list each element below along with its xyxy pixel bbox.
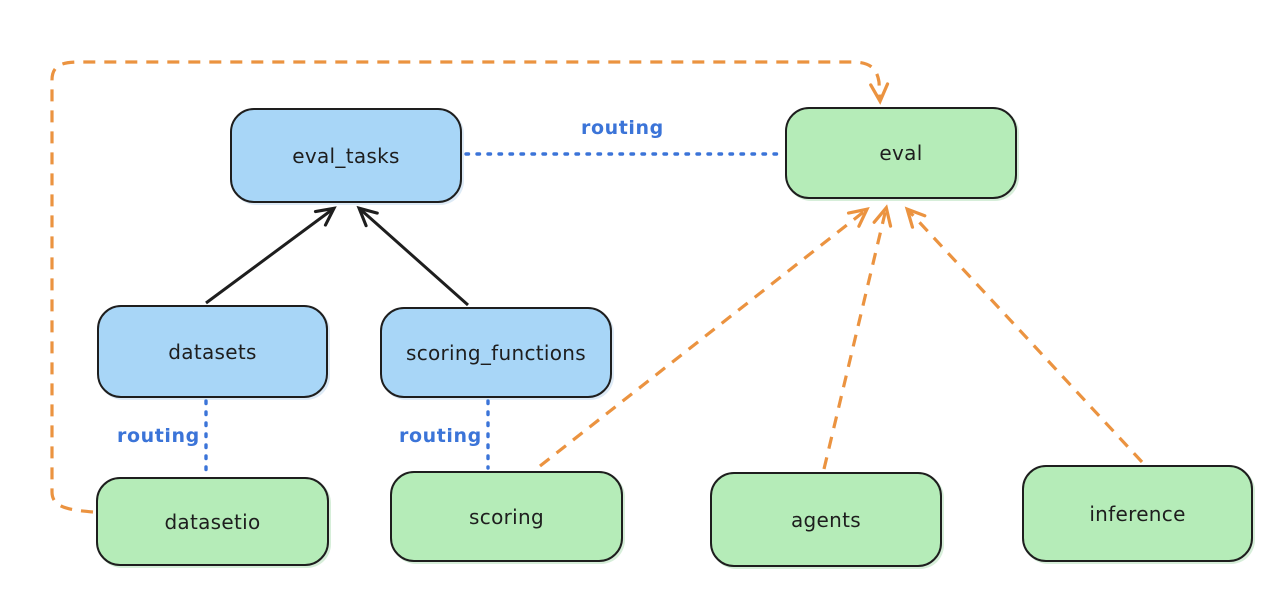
edge-datasets-to-eval-tasks: [205, 206, 337, 305]
edge-scoring-functions-to-eval-tasks: [356, 205, 469, 307]
node-scoring: scoring: [390, 471, 623, 562]
node-scoring-functions: scoring_functions: [380, 307, 612, 398]
node-inference-label: inference: [1089, 501, 1186, 526]
node-scoring-functions-label: scoring_functions: [405, 340, 587, 365]
node-eval-label: eval: [879, 141, 923, 165]
node-eval-tasks: eval_tasks: [230, 108, 462, 203]
edge-agents-to-eval: [822, 209, 886, 470]
node-eval-tasks-label: eval_tasks: [292, 143, 400, 168]
node-datasetio: datasetio: [96, 477, 329, 566]
edge-label-routing-datasets-datasetio: routing: [117, 425, 200, 447]
edge-inference-to-eval: [908, 210, 1144, 464]
node-datasets-label: datasets: [168, 339, 257, 364]
node-scoring-label: scoring: [469, 504, 544, 529]
edge-label-routing-eval-tasks-eval: routing: [581, 117, 664, 139]
node-eval: eval: [785, 107, 1017, 199]
node-inference: inference: [1022, 465, 1253, 562]
edge-label-routing-scoring-functions-scoring: routing: [399, 425, 482, 447]
node-agents: agents: [710, 472, 942, 567]
node-datasets: datasets: [97, 305, 328, 398]
node-datasetio-label: datasetio: [164, 509, 261, 534]
edge-scoring-to-eval: [539, 210, 866, 468]
node-agents-label: agents: [791, 507, 861, 532]
edge-datasetio-to-eval-around: [50, 60, 880, 514]
